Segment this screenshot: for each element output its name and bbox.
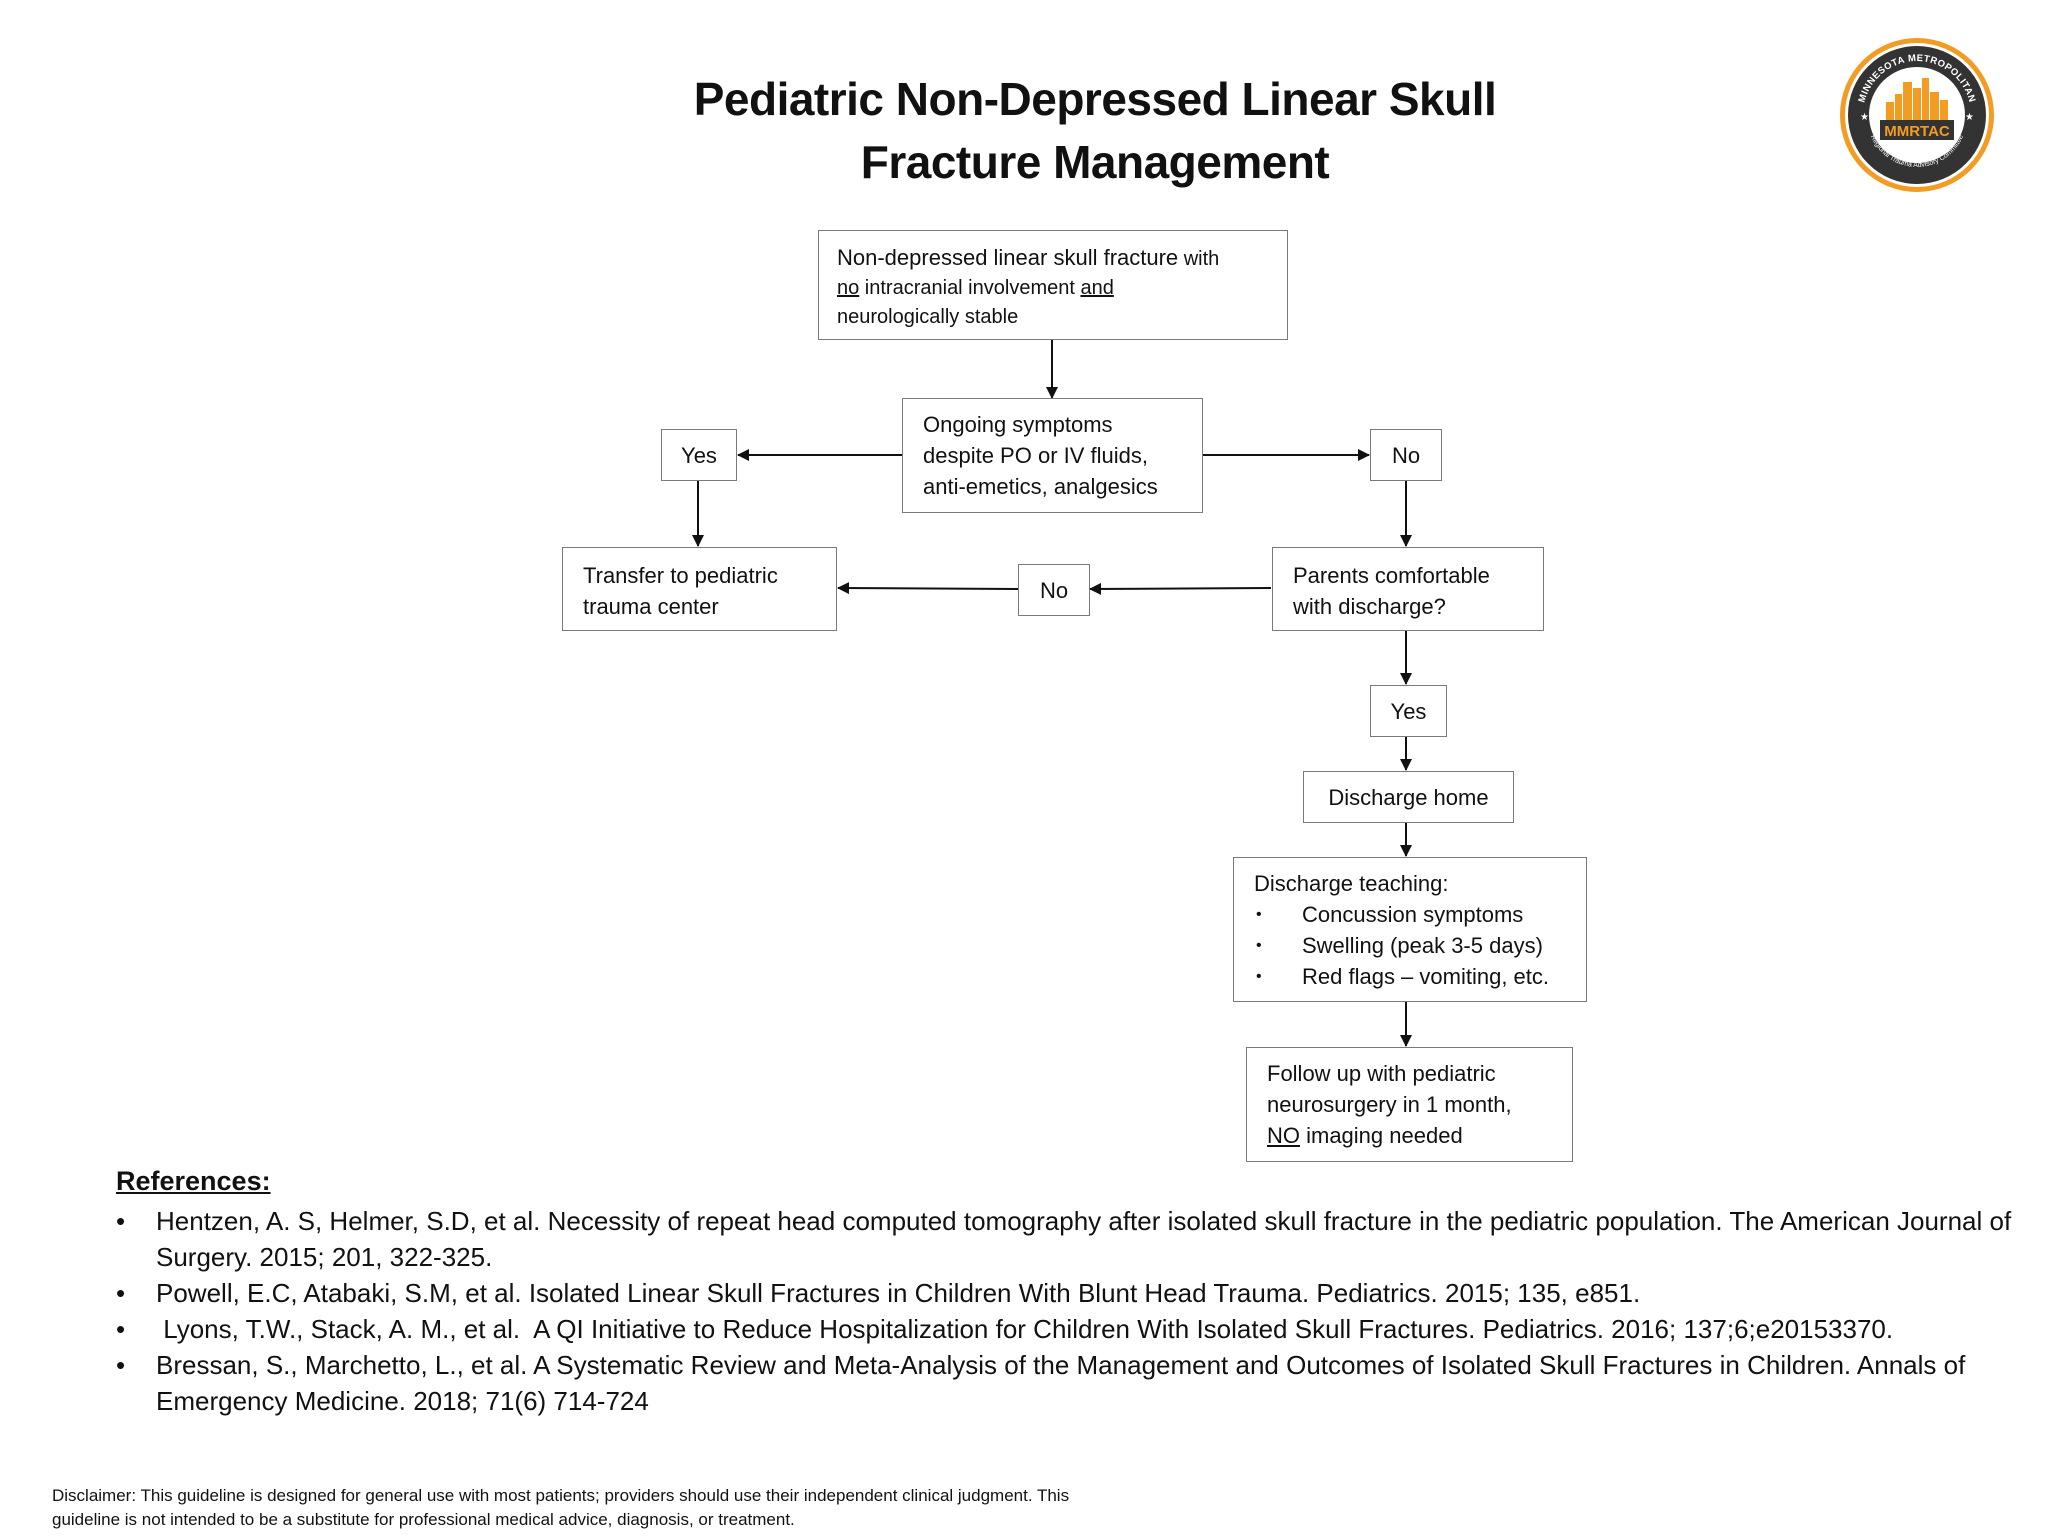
start-text-1: Non-depressed linear skull fracture xyxy=(837,245,1179,270)
reference-item: Lyons, T.W., Stack, A. M., et al. A QI I… xyxy=(116,1311,2016,1347)
logo-emblem: MMRTAC MINNESOTA METROPOLITAN Regional T… xyxy=(1840,38,1994,192)
logo-name: MMRTAC xyxy=(1884,123,1950,140)
list-item: Concussion symptoms xyxy=(1254,899,1566,930)
parents-line-2: with discharge? xyxy=(1293,594,1446,619)
parents-no-label-box: No xyxy=(1018,564,1090,616)
references-section: References: Hentzen, A. S, Helmer, S.D, … xyxy=(116,1163,2016,1419)
transfer-box: Transfer to pediatric trauma center xyxy=(562,547,837,631)
list-item: Red flags – vomiting, etc. xyxy=(1254,961,1566,992)
ongoing-symptoms-box: Ongoing symptoms despite PO or IV fluids… xyxy=(902,398,1203,513)
page-title: Pediatric Non-Depressed Linear Skull Fra… xyxy=(600,68,1590,194)
question1-line-2: despite PO or IV fluids, xyxy=(923,443,1148,468)
title-line-2: Fracture Management xyxy=(860,136,1330,188)
parents-yes-label-box: Yes xyxy=(1370,685,1447,737)
skyline-icon xyxy=(1886,78,1948,122)
question1-line-1: Ongoing symptoms xyxy=(923,412,1113,437)
mmrtac-logo: MMRTAC MINNESOTA METROPOLITAN Regional T… xyxy=(1838,36,1996,194)
transfer-line-2: trauma center xyxy=(583,594,719,619)
star-icon: ★ xyxy=(1965,112,1974,123)
start-and-emphasis: and xyxy=(1080,277,1114,299)
references-heading: References: xyxy=(116,1166,271,1196)
teaching-list: Concussion symptoms Swelling (peak 3-5 d… xyxy=(1254,899,1566,992)
arrow-no-to-transfer xyxy=(837,582,1019,595)
title-line-1: Pediatric Non-Depressed Linear Skull xyxy=(693,73,1497,125)
question1-line-3: anti-emetics, analgesics xyxy=(923,474,1158,499)
teaching-heading: Discharge teaching: xyxy=(1254,871,1449,896)
followup-line-3: imaging needed xyxy=(1300,1123,1463,1148)
reference-item: Powell, E.C, Atabaki, S.M, et al. Isolat… xyxy=(116,1275,2016,1311)
start-text-3: intracranial involvement xyxy=(859,277,1081,299)
star-icon: ★ xyxy=(1860,112,1869,123)
discharge-teaching-box: Discharge teaching: Concussion symptoms … xyxy=(1233,857,1587,1002)
start-text-2: with xyxy=(1178,248,1220,270)
parents-comfortable-box: Parents comfortable with discharge? xyxy=(1272,547,1544,631)
no-label-box: No xyxy=(1370,429,1442,481)
disclaimer: Disclaimer: This guideline is designed f… xyxy=(52,1484,1172,1532)
list-item: Swelling (peak 3-5 days) xyxy=(1254,930,1566,961)
parents-line-1: Parents comfortable xyxy=(1293,563,1490,588)
arrow-parents-to-no xyxy=(1089,582,1272,595)
followup-no-emphasis: NO xyxy=(1267,1123,1300,1148)
reference-item: Hentzen, A. S, Helmer, S.D, et al. Neces… xyxy=(116,1203,2016,1275)
references-list: Hentzen, A. S, Helmer, S.D, et al. Neces… xyxy=(116,1203,2016,1419)
followup-line-1: Follow up with pediatric xyxy=(1267,1061,1496,1086)
disclaimer-line-2: guideline is not intended to be a substi… xyxy=(52,1510,795,1529)
discharge-home-box: Discharge home xyxy=(1303,771,1514,823)
reference-item: Bressan, S., Marchetto, L., et al. A Sys… xyxy=(116,1347,2016,1419)
start-no-emphasis: no xyxy=(837,277,860,299)
follow-up-box: Follow up with pediatric neurosurgery in… xyxy=(1246,1047,1573,1162)
followup-line-2: neurosurgery in 1 month, xyxy=(1267,1092,1512,1117)
start-box: Non-depressed linear skull fracture with… xyxy=(818,230,1288,340)
start-text-4: neurologically stable xyxy=(837,306,1019,328)
disclaimer-line-1: Disclaimer: This guideline is designed f… xyxy=(52,1486,1070,1505)
transfer-line-1: Transfer to pediatric xyxy=(583,563,778,588)
yes-label-box: Yes xyxy=(661,429,737,481)
